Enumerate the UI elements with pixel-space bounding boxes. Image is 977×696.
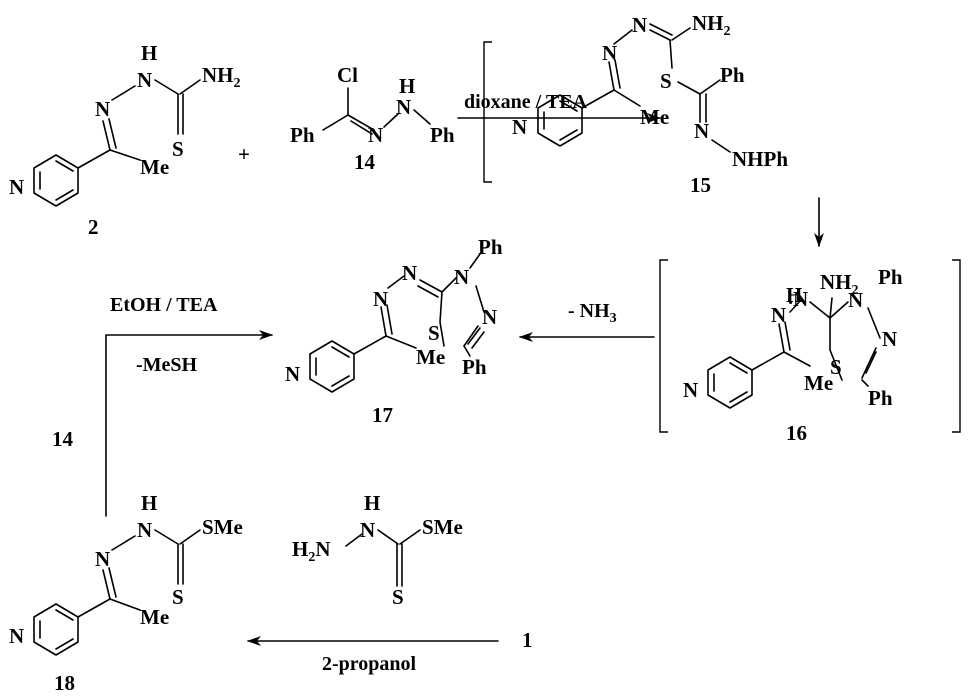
label-me: Me (140, 155, 169, 179)
compound-2: N N Me N H S NH2 (9, 41, 241, 207)
compound-17: N N Me N N Ph N S Ph (285, 235, 503, 393)
pyridine-ring-2 (33, 154, 79, 207)
label-nhph: NHPh (732, 147, 788, 171)
label-nh2: NH2 (820, 270, 859, 298)
label-me: Me (140, 605, 169, 629)
label-nh2: NH2 (692, 11, 731, 39)
atom-n-imine: N (95, 97, 110, 121)
atom-n-ring: N (482, 305, 497, 329)
pyridine-ring-18 (33, 603, 79, 656)
compound-number-15: 15 (690, 173, 711, 197)
compound-number-2: 2 (88, 215, 99, 239)
atom-n-pyridine: N (683, 378, 698, 402)
label-ph: Ph (478, 235, 503, 259)
atom-n-h: N (360, 518, 375, 542)
atom-n-azine: N (632, 13, 647, 37)
atom-cl: Cl (337, 63, 358, 87)
label-ph: Ph (868, 386, 893, 410)
bond-ring-c (77, 149, 111, 169)
compound-16: N N Me H . N NH2 Ph N N S Ph (683, 265, 903, 410)
pyridine-ring-16 (707, 356, 753, 409)
compound-number-17: 17 (372, 403, 393, 427)
label-sme: SMe (422, 515, 463, 539)
label-hn: H (786, 283, 802, 307)
label-hn-n: . (788, 285, 793, 309)
atom-s-ring: S (428, 321, 440, 345)
thiadiazoline-ring-17 (439, 277, 485, 347)
atom-n-azine: N (402, 261, 417, 285)
condition-minus-nh3: - NH3 (568, 300, 617, 326)
atom-n-pyridine: N (512, 115, 527, 139)
pyridine-ring-17 (309, 340, 355, 393)
atom-n-hydrazide: N (137, 68, 152, 92)
label-ph: Ph (462, 355, 487, 379)
atom-h: H (141, 491, 157, 515)
label-ph: Ph (720, 63, 745, 87)
atom-s-thione: S (392, 585, 404, 609)
atom-s: S (660, 69, 672, 93)
condition-etoh-tea: EtOH / TEA (110, 294, 218, 316)
bracket-left-15 (483, 41, 492, 183)
atom-n-pyridine: N (285, 362, 300, 386)
atom-h: H (399, 74, 415, 98)
atom-n-pyridine: N (9, 175, 24, 199)
bond-c-n-double (102, 118, 117, 151)
condition-minus-mesh: -MeSH (136, 354, 198, 376)
atom-n-h: N (396, 95, 411, 119)
condition-dioxane-tea: dioxane / TEA (464, 91, 588, 113)
arrow-18-to-17 (105, 330, 273, 517)
atom-n-ring: N (454, 265, 469, 289)
compound-number-18: 18 (54, 671, 75, 695)
atom-n-hydrazone: N (694, 119, 709, 143)
compound-number-14: 14 (354, 150, 376, 174)
atom-n-imine: N (602, 41, 617, 65)
condition-2-propanol: 2-propanol (322, 653, 417, 675)
label-nh2: NH2 (202, 63, 241, 91)
atom-n: N (368, 123, 383, 147)
label-sme: SMe (202, 515, 243, 539)
pyridine-ring-15 (537, 94, 583, 147)
compound-14: Cl Ph N N H Ph (290, 63, 455, 147)
label-me: Me (804, 371, 833, 395)
label-h2n: H2N (292, 537, 331, 565)
atom-n-imine: N (95, 547, 110, 571)
compound-number-16: 16 (786, 421, 807, 445)
atom-n-imine: N (373, 287, 388, 311)
reagent-number-14: 14 (52, 427, 74, 451)
compound-18: N N Me N H S SMe (9, 491, 243, 656)
atom-h: H (141, 41, 157, 65)
bracket-right-16 (952, 259, 961, 433)
atom-n-amine: N (793, 287, 808, 311)
atom-h: H (364, 491, 380, 515)
atom-n-ring: N (882, 327, 897, 351)
atom-n-pyridine: N (9, 624, 24, 648)
atom-n-hydrazide: N (137, 518, 152, 542)
atom-n-ring: N (848, 288, 863, 312)
plus-sign: + (238, 142, 250, 166)
label-ph: Ph (290, 123, 315, 147)
methyl-hydrazinecarbodithioate: H2N N H S SMe (292, 491, 463, 609)
compound-number-1: 1 (522, 628, 533, 652)
label-ph: Ph (878, 265, 903, 289)
atom-s-ring: S (830, 355, 842, 379)
atom-s-thione: S (172, 585, 184, 609)
atom-n-imine: N (771, 303, 786, 327)
compound-15: N N Me N NH2 S Ph N NHPh (512, 11, 788, 171)
label-me: Me (640, 105, 669, 129)
label-me: Me (416, 345, 445, 369)
thiadiazoline-ring-16 (829, 301, 881, 381)
bracket-left-16 (659, 259, 668, 433)
label-ph: Ph (430, 123, 455, 147)
atom-s-thione: S (172, 137, 184, 161)
